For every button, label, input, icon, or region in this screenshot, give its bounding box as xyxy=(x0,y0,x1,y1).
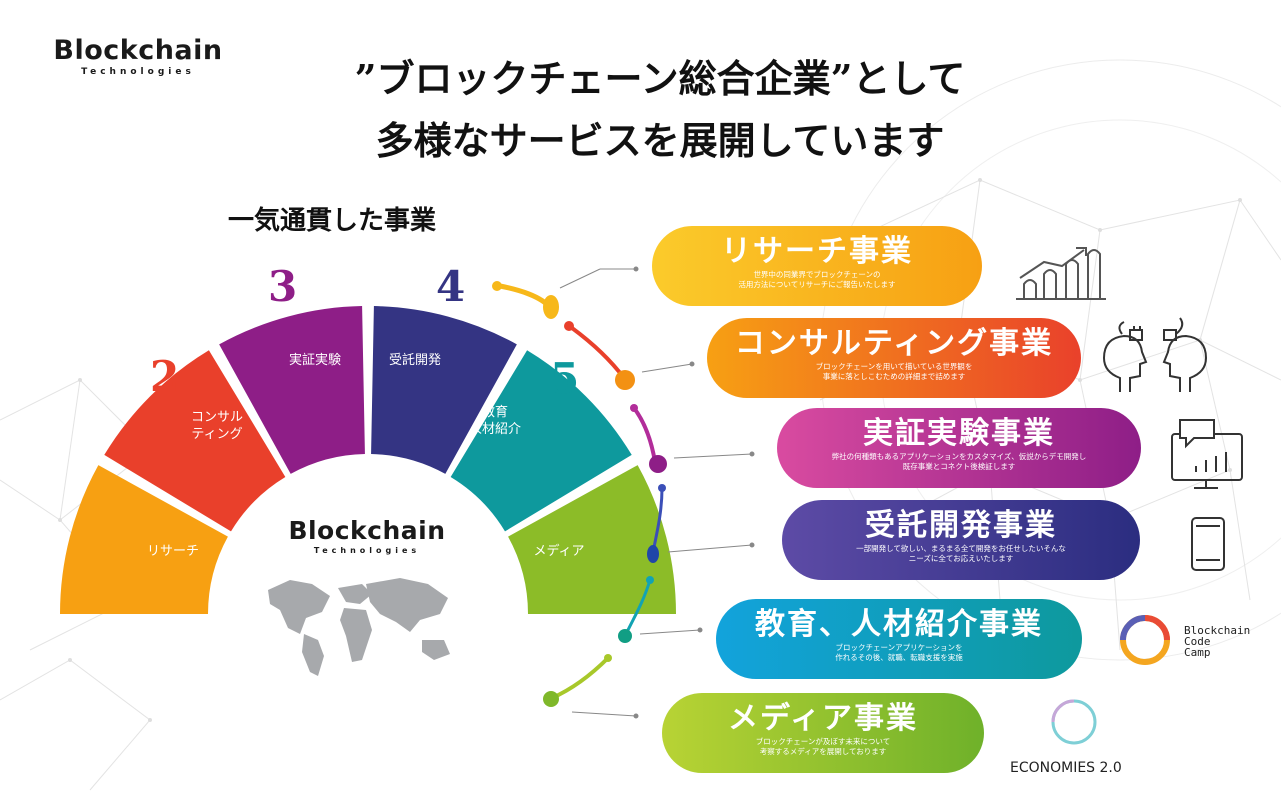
arc-number-1: 1 xyxy=(92,478,122,527)
arc-segment-media xyxy=(508,465,676,614)
arc-segment-poc xyxy=(219,306,365,474)
arc-number-4: 4 xyxy=(436,262,466,311)
arc-label-development: 受託開発 xyxy=(388,353,441,368)
service-title: 受託開発事業 xyxy=(865,508,1057,543)
arc-label-education: 教育 人材紹介 xyxy=(468,405,521,437)
arc-segment-education xyxy=(450,350,632,532)
plug-heads-icon xyxy=(1102,317,1208,392)
service-title: 実証実験事業 xyxy=(863,416,1055,451)
headline-line-2: 多様なサービスを展開しています xyxy=(375,118,945,163)
economies-logo xyxy=(1051,699,1097,745)
logo-tagline: Technologies xyxy=(81,67,195,77)
bar-chart-icon xyxy=(1016,247,1106,300)
arc-number-6: 6 xyxy=(604,478,634,527)
economies-label: ECONOMIES 2.0 xyxy=(1010,760,1122,776)
code-camp-logo xyxy=(1120,615,1170,665)
service-card-development[interactable]: 受託開発事業 一部開発して欲しい、まるまる全て開発をお任せしたいそんな ニーズに… xyxy=(782,500,1140,580)
subheadline: 一気通貫した事業 xyxy=(228,206,437,236)
arc-label-media: メディア xyxy=(533,544,585,559)
company-logo: Blockchain Technologies xyxy=(50,36,226,78)
center-logo-tagline: Technologies xyxy=(313,546,421,555)
service-title: 教育、人材紹介事業 xyxy=(755,607,1043,642)
arc-segment-consulting xyxy=(104,350,286,532)
service-title: リサーチ事業 xyxy=(721,234,913,269)
center-logo: Blockchain Technologies xyxy=(286,517,448,557)
service-card-education[interactable]: 教育、人材紹介事業 ブロックチェーンアプリケーションを 作れるその後、就職、転職… xyxy=(716,599,1082,679)
service-title: コンサルティング事業 xyxy=(734,326,1054,361)
arc-label-research: リサーチ xyxy=(146,544,199,559)
service-card-consulting[interactable]: コンサルティング事業 ブロックチェーンを用いて描いている世界観を 事業に落としこ… xyxy=(707,318,1081,398)
arc-segment-research xyxy=(60,465,228,614)
arc-number-3: 3 xyxy=(268,262,298,311)
arc-segment-development xyxy=(371,306,517,474)
world-map-icon xyxy=(268,578,450,676)
service-card-research[interactable]: リサーチ事業 世界中の同業界でブロックチェーンの 活用方法についてリサーチにご報… xyxy=(652,226,982,306)
phone-icon xyxy=(1191,517,1225,571)
center-logo-name: Blockchain xyxy=(288,516,446,545)
service-card-poc[interactable]: 実証実験事業 弊社の何種類もあるアプリケーションをカスタマイズ、仮説からデモ開発… xyxy=(777,408,1141,488)
arc-label-poc: 実証実験 xyxy=(288,353,341,368)
arc-label-consulting: コンサル ティング xyxy=(190,410,243,442)
arc-number-2: 2 xyxy=(150,352,180,401)
headline-line-1: ”ブロックチェーン総合企業”として xyxy=(354,56,966,101)
service-title: メディア事業 xyxy=(728,701,918,736)
service-card-media[interactable]: メディア事業 ブロックチェーンが及ぼす未来について 考察するメディアを展開してお… xyxy=(662,693,984,773)
monitor-chat-icon xyxy=(1171,419,1243,489)
logo-name: Blockchain xyxy=(53,35,223,66)
arc-number-5: 5 xyxy=(550,354,580,403)
code-camp-label: Blockchain Code Camp xyxy=(1184,624,1251,659)
